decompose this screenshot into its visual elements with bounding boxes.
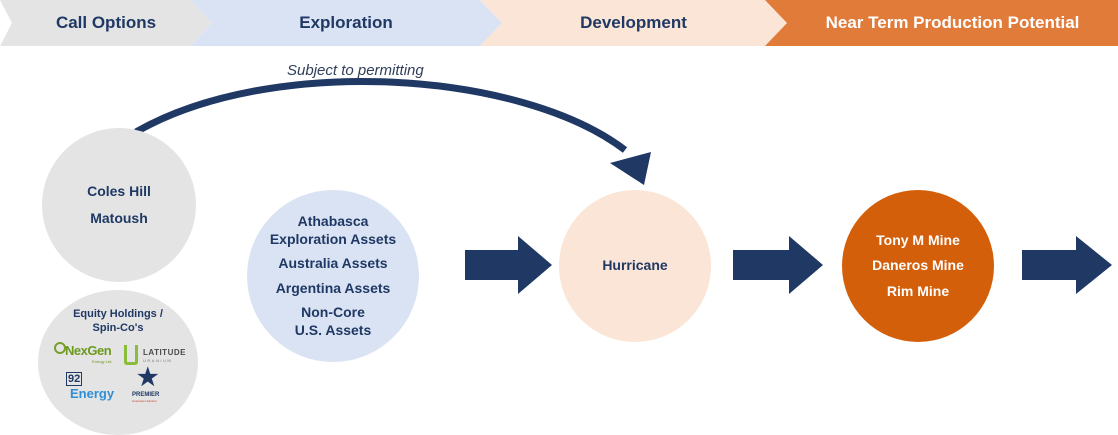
latitude-uranium-logo: LATITUDE URANIUM: [124, 345, 204, 369]
nexgen-icon: [54, 342, 66, 354]
star-icon: ★: [137, 364, 159, 391]
arrow-production-onward: [1022, 236, 1112, 294]
exploration-item-australia: Australia Assets: [278, 255, 388, 271]
permitting-arrow-head: [610, 152, 651, 185]
production-item-rim: Rim Mine: [886, 282, 950, 299]
stage-chevron-production: [765, 0, 1118, 46]
premier-american-uranium-logo: ★ PREMIER American Uranium: [130, 366, 170, 406]
exploration-circle: Athabasca Exploration Assets Australia A…: [247, 190, 419, 362]
production-item-tony-m: Tony M Mine: [876, 231, 960, 248]
nexgen-logo-subtext: Energy Ltd.: [92, 359, 113, 364]
92-energy-word: Energy: [70, 386, 115, 401]
premier-logo-text: PREMIER: [132, 392, 160, 398]
call-option-matoush: Matoush: [90, 210, 148, 226]
stage-label-exploration: Exploration: [299, 13, 393, 32]
stage-chevron-exploration: [190, 0, 502, 46]
stage-chevron-call-options: [0, 0, 212, 46]
premier-logo-subtext: American Uranium: [132, 399, 157, 403]
stage-label-call-options: Call Options: [55, 13, 157, 32]
arrow-exploration-to-development: [465, 236, 552, 294]
production-circle: Tony M Mine Daneros Mine Rim Mine: [842, 190, 994, 342]
equity-holdings-title: Equity Holdings /: [73, 308, 163, 320]
stage-label-production: Near Term Production Potential: [825, 13, 1080, 32]
92-energy-logo: 92 Energy: [66, 372, 122, 406]
latitude-icon: [124, 345, 138, 365]
exploration-item-argentina: Argentina Assets: [275, 279, 391, 296]
development-circle: Hurricane: [559, 190, 711, 342]
permitting-note: Subject to permitting: [287, 62, 424, 79]
production-item-daneros: Daneros Mine: [872, 257, 964, 274]
development-item-hurricane: Hurricane: [602, 257, 668, 274]
nexgen-logo-text: NexGen: [65, 343, 112, 358]
exploration-item-athabasca: Athabasca Exploration Assets: [269, 213, 397, 247]
latitude-logo-subtext: URANIUM: [143, 358, 173, 363]
stage-label-development: Development: [580, 13, 687, 32]
equity-holdings-subtitle: Spin-Co's: [92, 321, 144, 334]
latitude-logo-text: LATITUDE: [143, 348, 186, 357]
call-options-circle: Coles Hill Matoush: [42, 128, 196, 282]
call-option-coles-hill: Coles Hill: [87, 182, 151, 199]
equity-holdings-circle: Equity Holdings / Spin-Co's: [38, 290, 198, 435]
exploration-item-non-core-us: Non-Core U.S. Assets: [294, 304, 372, 338]
nexgen-logo: NexGen Energy Ltd.: [54, 342, 124, 366]
stage-chevron-development: [480, 0, 787, 46]
arrow-development-to-production: [733, 236, 823, 294]
permitting-curve-arrow: [134, 78, 628, 153]
92-energy-number: 92: [66, 372, 83, 386]
